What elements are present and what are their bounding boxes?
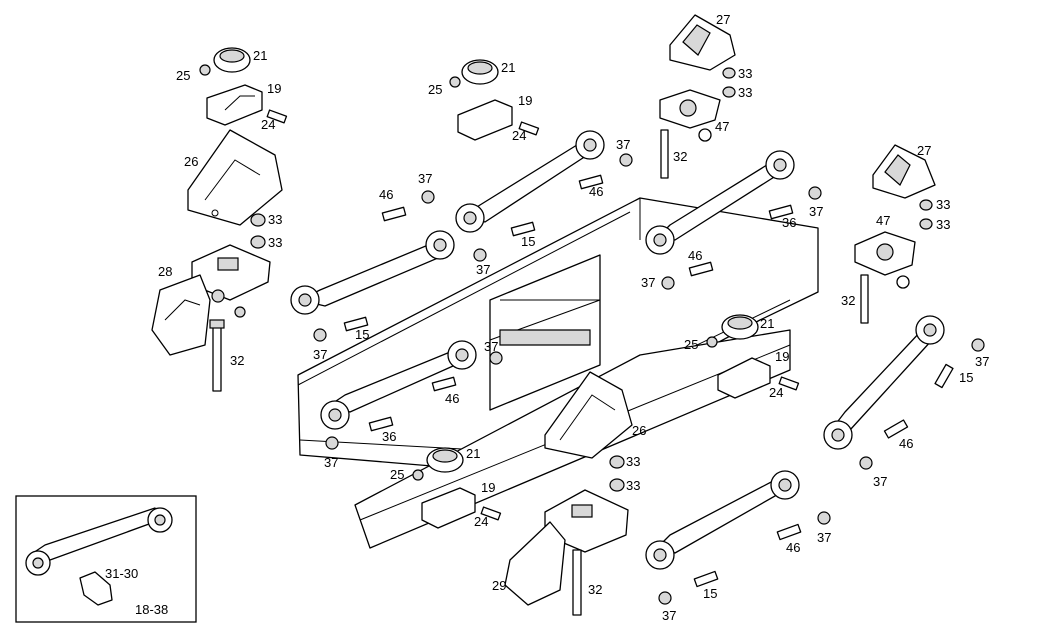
callout-37-h: 37 [324, 455, 338, 470]
center-mount-group [412, 59, 800, 616]
left-mount-group [151, 47, 288, 392]
callout-37-a: 37 [616, 137, 630, 152]
callout-46-b: 46 [379, 187, 393, 202]
callout-37-e: 37 [809, 204, 823, 219]
callout-46-a: 46 [589, 184, 603, 199]
callout-24-b: 24 [512, 128, 526, 143]
callout-37-f: 37 [641, 275, 655, 290]
callout-32-c: 32 [588, 582, 602, 597]
callout-37-k: 37 [975, 354, 989, 369]
inset-part-label: 31-30 [105, 566, 138, 581]
callout-27-b: 27 [917, 143, 931, 158]
callout-33-g: 33 [936, 197, 950, 212]
callout-28: 28 [158, 264, 172, 279]
callout-33-h: 33 [936, 217, 950, 232]
callout-25-b: 25 [428, 82, 442, 97]
callout-32-b: 32 [673, 149, 687, 164]
callout-19-c: 19 [481, 480, 495, 495]
callout-32-d: 32 [841, 293, 855, 308]
callout-33-a: 33 [268, 212, 282, 227]
callout-32-a: 32 [230, 353, 244, 368]
callout-27-a: 27 [716, 12, 730, 27]
callout-37-i: 37 [817, 530, 831, 545]
callout-33-d: 33 [738, 85, 752, 100]
callout-21-b: 21 [501, 60, 515, 75]
callout-37-c: 37 [476, 262, 490, 277]
callout-37-d: 37 [313, 347, 327, 362]
callout-21-c: 21 [466, 446, 480, 461]
callout-33-c: 33 [738, 66, 752, 81]
callout-19-b: 19 [518, 93, 532, 108]
top-right-mount-group [659, 14, 936, 324]
detail-inset: 31-30 18-38 [15, 495, 197, 623]
callout-25-d: 25 [684, 337, 698, 352]
callout-33-e: 33 [626, 454, 640, 469]
callout-26-b: 26 [632, 423, 646, 438]
inset-range-label: 18-38 [135, 602, 168, 617]
callout-36-b: 36 [382, 429, 396, 444]
callout-29: 29 [492, 578, 506, 593]
callout-46-e: 46 [786, 540, 800, 555]
callout-37-b: 37 [418, 171, 432, 186]
callout-46-d: 46 [445, 391, 459, 406]
callout-37-j: 37 [662, 608, 676, 623]
callout-47-a: 47 [715, 119, 729, 134]
callout-37-g: 37 [484, 339, 498, 354]
callout-36-a: 36 [782, 215, 796, 230]
callout-15-b: 15 [355, 327, 369, 342]
callout-46-c: 46 [688, 248, 702, 263]
callout-26-a: 26 [184, 154, 198, 169]
callout-37-l: 37 [873, 474, 887, 489]
callout-21-a: 21 [253, 48, 267, 63]
callout-25-a: 25 [176, 68, 190, 83]
callout-33-b: 33 [268, 235, 282, 250]
callout-46-f: 46 [899, 436, 913, 451]
callout-24-a: 24 [261, 117, 275, 132]
fasteners [313, 153, 985, 605]
callout-19-d: 19 [775, 349, 789, 364]
callout-25-c: 25 [390, 467, 404, 482]
callout-33-f: 33 [626, 478, 640, 493]
callout-24-d: 24 [769, 385, 783, 400]
callout-24-c: 24 [474, 514, 488, 529]
callout-47-b: 47 [876, 213, 890, 228]
callout-15-c: 15 [959, 370, 973, 385]
torque-rods [290, 130, 945, 570]
callout-21-d: 21 [760, 316, 774, 331]
callout-15-d: 15 [703, 586, 717, 601]
callout-15-a: 15 [521, 234, 535, 249]
callout-19-a: 19 [267, 81, 281, 96]
callout-labels: 21 25 19 24 26 33 33 28 32 27 33 33 47 3… [158, 12, 989, 623]
